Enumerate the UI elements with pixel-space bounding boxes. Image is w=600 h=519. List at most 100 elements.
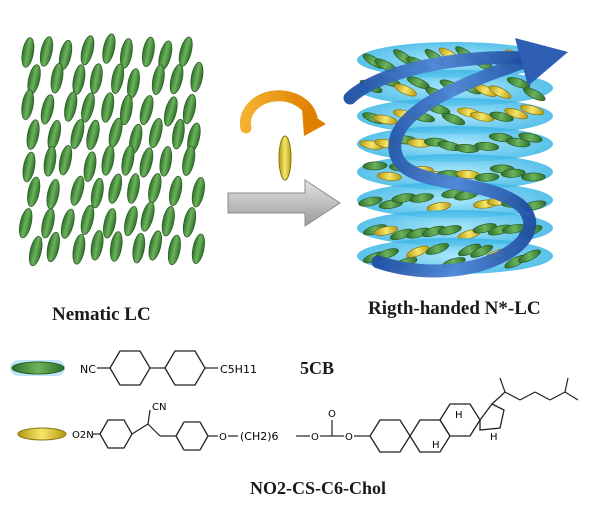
lc-molecule-in-layer	[523, 87, 546, 102]
nematic-molecule	[80, 204, 95, 236]
nematic-lc-label: Nematic LC	[52, 304, 151, 325]
dopant-molecule-in-layer	[373, 225, 399, 236]
nematic-molecule	[102, 33, 116, 64]
chiral-lc-label: Rigth-handed N*-LC	[368, 298, 541, 319]
nematic-molecule	[168, 175, 183, 207]
nematic-molecule	[83, 151, 97, 182]
nematic-molecule	[22, 151, 36, 183]
nematic-molecule	[40, 94, 55, 125]
nematic-molecule	[81, 92, 95, 123]
nematic-molecule	[28, 236, 43, 267]
dopant-molecule-in-layer	[406, 245, 430, 258]
nematic-molecule	[89, 63, 103, 94]
nematic-molecule	[72, 64, 86, 95]
nematic-molecule	[182, 145, 196, 176]
nematic-molecule	[101, 145, 115, 176]
nematic-molecule	[70, 175, 85, 206]
nematic-molecule	[161, 206, 175, 237]
nematic-molecule	[103, 208, 117, 239]
nematic-molecule	[119, 38, 133, 69]
nematic-molecule	[163, 96, 178, 127]
nematic-molecule	[191, 177, 205, 208]
nematic-molecule	[26, 119, 40, 150]
nematic-lc-molecules	[18, 33, 205, 267]
nematic-molecule	[182, 207, 197, 238]
nematic-molecule	[18, 208, 33, 239]
nematic-molecule	[108, 117, 123, 148]
nematic-molecule	[172, 118, 185, 150]
lc-molecule-in-layer	[454, 144, 480, 153]
dopant-molecule-in-layer	[520, 104, 545, 116]
cholesterol-h1: H	[432, 440, 440, 451]
nematic-molecule	[90, 230, 104, 261]
cholesterol-h2: H	[455, 410, 463, 421]
nematic-molecule	[41, 208, 55, 239]
nematic-molecule	[60, 208, 75, 239]
dopant-no2-group: O2N	[72, 430, 94, 441]
lc-molecule-in-layer	[518, 249, 541, 263]
lc-molecule-in-layer	[362, 161, 388, 171]
nematic-molecule	[39, 36, 54, 67]
nematic-molecule	[132, 232, 146, 264]
nematic-molecule	[159, 146, 173, 177]
lc-molecule-in-layer	[437, 225, 462, 236]
nematic-molecule	[27, 176, 41, 207]
nematic-molecule	[127, 68, 140, 99]
nematic-molecule	[139, 147, 154, 178]
cholesterol-h3: H	[490, 432, 498, 443]
nematic-molecule	[109, 231, 123, 262]
transform-arrow	[227, 179, 341, 227]
lc-molecule-in-layer	[470, 244, 494, 258]
dopant-ether-o: O	[219, 432, 227, 443]
dopant-molecule-in-layer	[488, 85, 512, 99]
dopant-ester-o1: O	[311, 432, 319, 443]
dopant-molecule-in-layer	[373, 114, 398, 125]
lc-molecule-in-layer	[489, 111, 514, 122]
dopant-cn-group: CN	[152, 402, 166, 413]
dopant-label: NO2-CS-C6-Chol	[250, 478, 387, 498]
lc-molecule-in-layer	[518, 132, 543, 143]
nematic-molecule	[167, 234, 181, 266]
cholesteric-lc-stack	[357, 42, 553, 274]
lc-molecule-in-layer	[474, 172, 500, 182]
nematic-molecule	[151, 64, 165, 95]
nematic-molecule	[21, 37, 35, 68]
nematic-molecule	[140, 201, 155, 232]
dopant-molecule-in-layer	[504, 108, 529, 120]
lc-molecule-in-layer	[457, 243, 482, 257]
lc-molecule-in-layer	[474, 141, 500, 151]
nematic-molecule	[47, 120, 62, 151]
nematic-molecule	[58, 145, 73, 176]
lc-molecule-in-layer	[409, 193, 434, 203]
nematic-molecule	[190, 61, 204, 93]
nematic-molecule	[70, 119, 85, 150]
nematic-molecule	[46, 178, 60, 210]
nematic-molecule	[90, 177, 104, 209]
lc-molecule-in-layer	[441, 113, 466, 126]
dopant-ester-o2: O	[345, 432, 353, 443]
nematic-molecule	[121, 145, 135, 176]
5cb-nc-group: NC	[80, 363, 96, 376]
5cb-legend: NC C5H11	[10, 350, 257, 386]
nematic-molecule	[80, 35, 95, 66]
dopant-molecule-in-layer	[469, 111, 495, 122]
nematic-molecule	[191, 233, 205, 264]
dopant-carbonyl-o: O	[328, 409, 336, 420]
nematic-molecule	[50, 62, 64, 94]
helix-arrow	[343, 38, 568, 278]
nematic-molecule	[178, 36, 193, 67]
5cb-label: 5CB	[300, 358, 335, 378]
nematic-molecule	[124, 206, 138, 237]
nematic-molecule	[141, 36, 155, 68]
nematic-molecule	[139, 95, 154, 126]
nematic-molecule	[169, 64, 184, 95]
nematic-molecule	[127, 173, 140, 204]
rotation-arrow	[239, 90, 326, 136]
nematic-molecule	[120, 94, 133, 126]
5cb-molecule	[11, 361, 65, 375]
nematic-molecule	[182, 93, 197, 125]
lc-molecule-in-layer	[500, 168, 526, 178]
dopant-molecule-vertical	[278, 135, 292, 181]
lc-molecule-in-layer	[506, 77, 531, 89]
